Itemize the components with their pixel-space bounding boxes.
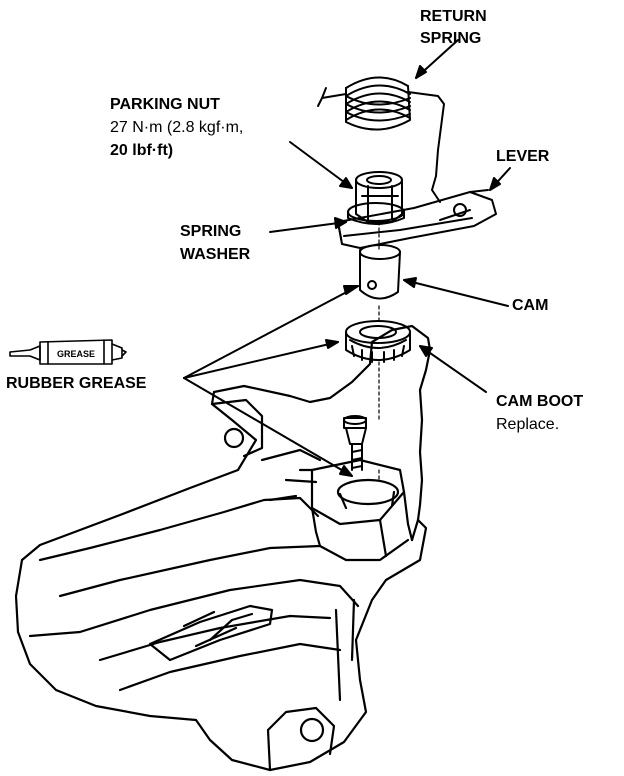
- parking-nut-torque-line1: 27 N·m (2.8 kgf·m,: [110, 119, 244, 136]
- parking-nut-torque-line2: 20 lbf·ft): [110, 142, 174, 159]
- cam-boot-part: [345, 320, 411, 363]
- parking-nut-part: [355, 171, 403, 223]
- cam-label: CAM: [512, 297, 549, 314]
- return-spring-label-line2: SPRING: [420, 30, 482, 47]
- cam-boot-note: Replace.: [496, 416, 560, 433]
- grease-tube-label: GREASE: [57, 349, 95, 359]
- parking-nut-label: PARKING NUT: [110, 96, 220, 113]
- return-spring-label-line1: RETURN: [420, 8, 487, 25]
- grease-tube-icon: GREASE: [9, 339, 127, 365]
- lever-label: LEVER: [496, 148, 550, 165]
- lever-part: [337, 189, 497, 249]
- cam-part: [359, 244, 401, 300]
- spring-washer-label-line1: SPRING: [180, 223, 242, 240]
- bolt: [343, 415, 367, 471]
- caliper-body: [14, 324, 432, 772]
- rubber-grease-label: RUBBER GREASE: [6, 375, 147, 392]
- leader-lines: [183, 39, 511, 477]
- spring-washer-label-line2: WASHER: [180, 246, 251, 263]
- return-spring-part: [317, 76, 445, 203]
- cam-boot-label: CAM BOOT: [496, 393, 584, 410]
